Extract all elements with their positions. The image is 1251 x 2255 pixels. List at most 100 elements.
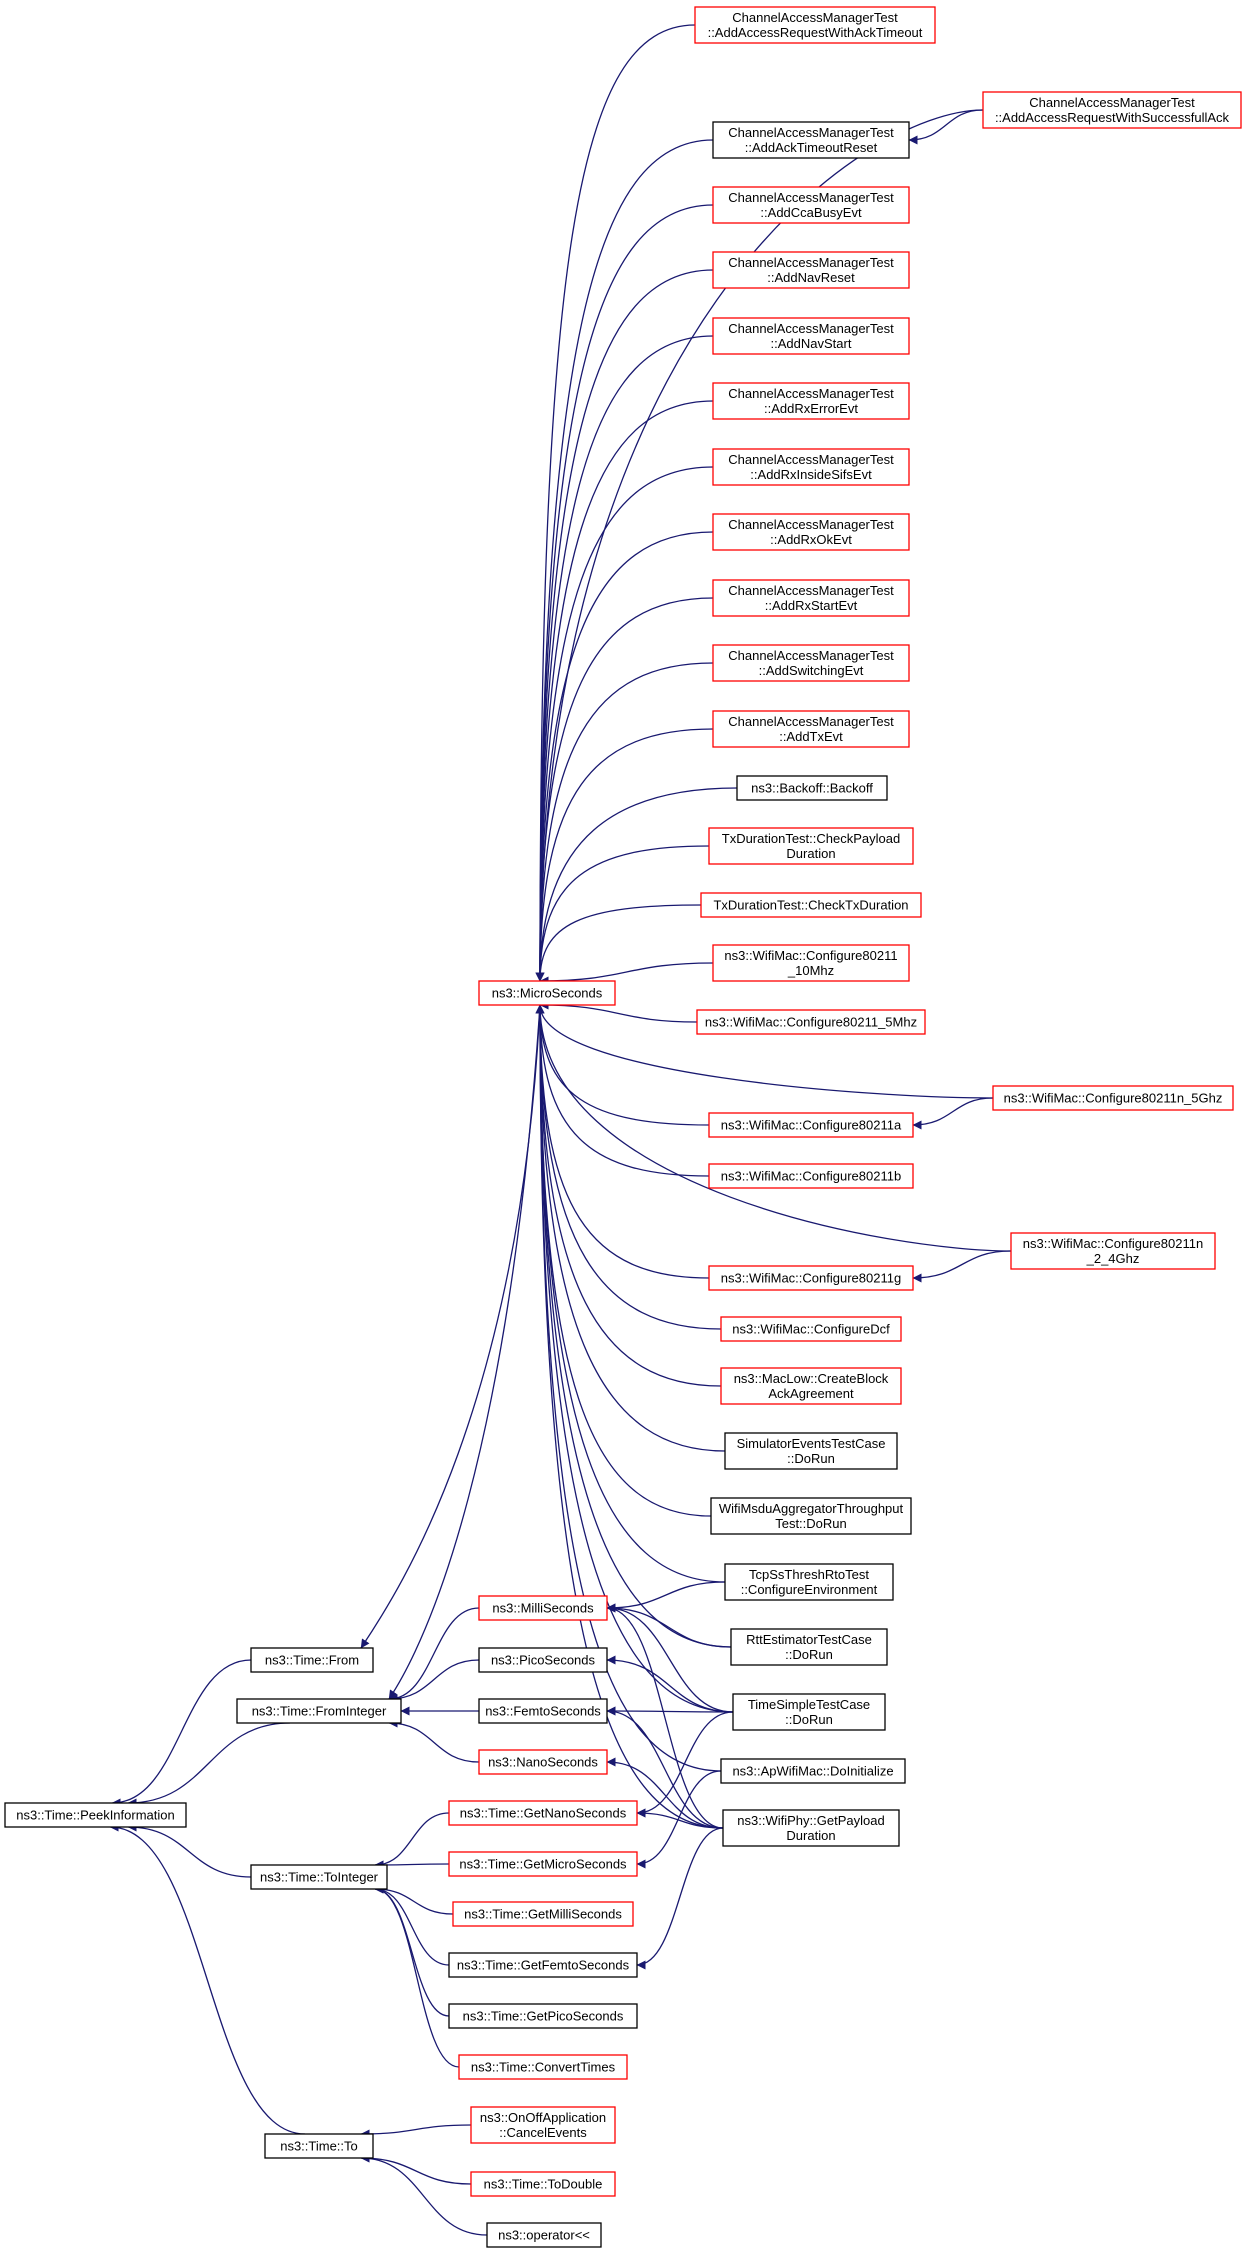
- edge-switching-to-micro: [535, 662, 714, 982]
- node-confn5[interactable]: ns3::WifiMac::Configure80211n_5Ghz: [992, 1085, 1234, 1111]
- node-navstart[interactable]: ChannelAccessManagerTest::AddNavStart: [712, 317, 910, 355]
- node-label: ChannelAccessManagerTest: [728, 125, 894, 140]
- node-conf10[interactable]: ns3::WifiMac::Configure80211_10Mhz: [712, 944, 910, 982]
- node-box: [696, 1009, 926, 1035]
- node-box: [982, 91, 1242, 129]
- edge-confn24-to-confg: [912, 1250, 1012, 1283]
- node-ackreset[interactable]: ChannelAccessManagerTest::AddAckTimeoutR…: [712, 121, 910, 159]
- node-rxerror[interactable]: ChannelAccessManagerTest::AddRxErrorEvt: [712, 382, 910, 420]
- node-getnano[interactable]: ns3::Time::GetNanoSeconds: [448, 1800, 638, 1826]
- edge-oplt-to-to: [360, 2153, 488, 2236]
- node-timeout[interactable]: ChannelAccessManagerTest::AddAccessReque…: [694, 6, 936, 44]
- node-checktx[interactable]: TxDurationTest::CheckTxDuration: [700, 892, 922, 918]
- node-confg[interactable]: ns3::WifiMac::Configure80211g: [708, 1265, 914, 1291]
- node-toint[interactable]: ns3::Time::ToInteger: [250, 1864, 388, 1890]
- node-rxstart[interactable]: ChannelAccessManagerTest::AddRxStartEvt: [712, 579, 910, 617]
- node-txevt[interactable]: ChannelAccessManagerTest::AddTxEvt: [712, 710, 910, 748]
- node-confa[interactable]: ns3::WifiMac::Configure80211a: [708, 1112, 914, 1138]
- edge-rxerror-to-micro: [535, 400, 714, 982]
- node-label: ns3::NanoSeconds: [488, 1755, 598, 1770]
- node-box: [992, 1085, 1234, 1111]
- edge-getpico-to-toint: [374, 1884, 450, 2017]
- node-getmilli[interactable]: ns3::Time::GetMilliSeconds: [452, 1901, 634, 1927]
- node-confb[interactable]: ns3::WifiMac::Configure80211b: [708, 1163, 914, 1189]
- node-apwifi[interactable]: ns3::ApWifiMac::DoInitialize: [720, 1758, 906, 1784]
- node-label: ns3::OnOffApplication: [480, 2110, 606, 2125]
- node-navreset[interactable]: ChannelAccessManagerTest::AddNavReset: [712, 251, 910, 289]
- node-box: [486, 2222, 602, 2248]
- node-ccabusy[interactable]: ChannelAccessManagerTest::AddCcaBusyEvt: [712, 186, 910, 224]
- node-rtt[interactable]: RttEstimatorTestCase::DoRun: [730, 1628, 888, 1666]
- edge-timesimple-to-micro: [535, 1004, 734, 1713]
- node-oplt[interactable]: ns3::operator<<: [486, 2222, 602, 2248]
- node-box: [722, 1809, 900, 1847]
- edge-succack-to-micro: [535, 109, 984, 982]
- node-label: ChannelAccessManagerTest: [728, 255, 894, 270]
- node-nano[interactable]: ns3::NanoSeconds: [478, 1749, 608, 1775]
- node-label: ns3::operator<<: [498, 2228, 590, 2243]
- node-box: [250, 1864, 388, 1890]
- node-label: ::DoRun: [785, 1712, 833, 1727]
- node-label: ::DoRun: [785, 1647, 833, 1662]
- edge-navstart-to-micro: [535, 335, 714, 982]
- node-box: [712, 121, 910, 159]
- node-confdcf[interactable]: ns3::WifiMac::ConfigureDcf: [720, 1316, 902, 1342]
- node-box: [250, 1647, 374, 1673]
- node-switching[interactable]: ChannelAccessManagerTest::AddSwitchingEv…: [712, 644, 910, 682]
- edge-to-to-root: [109, 1822, 306, 2135]
- node-from[interactable]: ns3::Time::From: [250, 1647, 374, 1673]
- node-box: [478, 980, 616, 1006]
- node-label: ChannelAccessManagerTest: [1029, 95, 1195, 110]
- node-timesimple[interactable]: TimeSimpleTestCase::DoRun: [732, 1693, 886, 1731]
- node-box: [448, 2003, 638, 2029]
- edge-toint-to-root: [127, 1822, 252, 1878]
- node-backoff[interactable]: ns3::Backoff::Backoff: [736, 775, 888, 801]
- node-box: [708, 1112, 914, 1138]
- node-box: [730, 1628, 888, 1666]
- node-box: [712, 944, 910, 982]
- node-getfemto[interactable]: ns3::Time::GetFemtoSeconds: [448, 1952, 638, 1978]
- node-getpico[interactable]: ns3::Time::GetPicoSeconds: [448, 2003, 638, 2029]
- node-label: ns3::WifiMac::Configure80211b: [721, 1169, 901, 1184]
- edge-timesimple-to-milli: [606, 1603, 734, 1713]
- edge-navreset-to-micro: [535, 269, 714, 982]
- node-confn24[interactable]: ns3::WifiMac::Configure80211n_2_4Ghz: [1010, 1232, 1216, 1270]
- node-label: ns3::WifiMac::Configure80211g: [721, 1271, 901, 1286]
- edge-checkpayload-to-micro: [535, 845, 710, 982]
- node-rxok[interactable]: ChannelAccessManagerTest::AddRxOkEvt: [712, 513, 910, 551]
- node-onoff[interactable]: ns3::OnOffApplication::CancelEvents: [470, 2106, 616, 2144]
- node-label: ns3::FemtoSeconds: [485, 1704, 601, 1719]
- node-micro[interactable]: ns3::MicroSeconds: [478, 980, 616, 1006]
- node-fromint[interactable]: ns3::Time::FromInteger: [236, 1698, 402, 1724]
- node-label: ChannelAccessManagerTest: [728, 190, 894, 205]
- node-pico[interactable]: ns3::PicoSeconds: [478, 1647, 608, 1673]
- node-label: Test::DoRun: [775, 1516, 847, 1531]
- node-rxinside[interactable]: ChannelAccessManagerTest::AddRxInsideSif…: [712, 448, 910, 486]
- node-label: WifiMsduAggregatorThroughput: [719, 1501, 904, 1516]
- node-simevents[interactable]: SimulatorEventsTestCase::DoRun: [724, 1432, 898, 1470]
- node-root[interactable]: ns3::Time::PeekInformation: [4, 1802, 187, 1828]
- edge-from-to-root: [111, 1659, 252, 1808]
- node-convert[interactable]: ns3::Time::ConvertTimes: [458, 2054, 628, 2080]
- node-femto[interactable]: ns3::FemtoSeconds: [478, 1698, 608, 1724]
- node-box: [712, 513, 910, 551]
- node-label: ns3::ApWifiMac::DoInitialize: [732, 1764, 893, 1779]
- edge-confn5-to-micro: [535, 1004, 994, 1099]
- node-label: ::AddRxOkEvt: [770, 532, 852, 547]
- node-getmicro[interactable]: ns3::Time::GetMicroSeconds: [448, 1851, 638, 1877]
- node-to[interactable]: ns3::Time::To: [264, 2133, 374, 2159]
- node-box: [708, 1163, 914, 1189]
- edge-confdcf-to-micro: [535, 1004, 722, 1330]
- node-todouble[interactable]: ns3::Time::ToDouble: [470, 2171, 616, 2197]
- node-conf5[interactable]: ns3::WifiMac::Configure80211_5Mhz: [696, 1009, 926, 1035]
- edge-wifiphy-to-getfemto: [636, 1827, 724, 1970]
- node-tcpss[interactable]: TcpSsThreshRtoTest::ConfigureEnvironment: [724, 1563, 894, 1601]
- node-label: ChannelAccessManagerTest: [732, 10, 898, 25]
- node-label: ns3::Time::GetPicoSeconds: [463, 2009, 624, 2024]
- node-milli[interactable]: ns3::MilliSeconds: [478, 1595, 608, 1621]
- node-succack[interactable]: ChannelAccessManagerTest::AddAccessReque…: [982, 91, 1242, 129]
